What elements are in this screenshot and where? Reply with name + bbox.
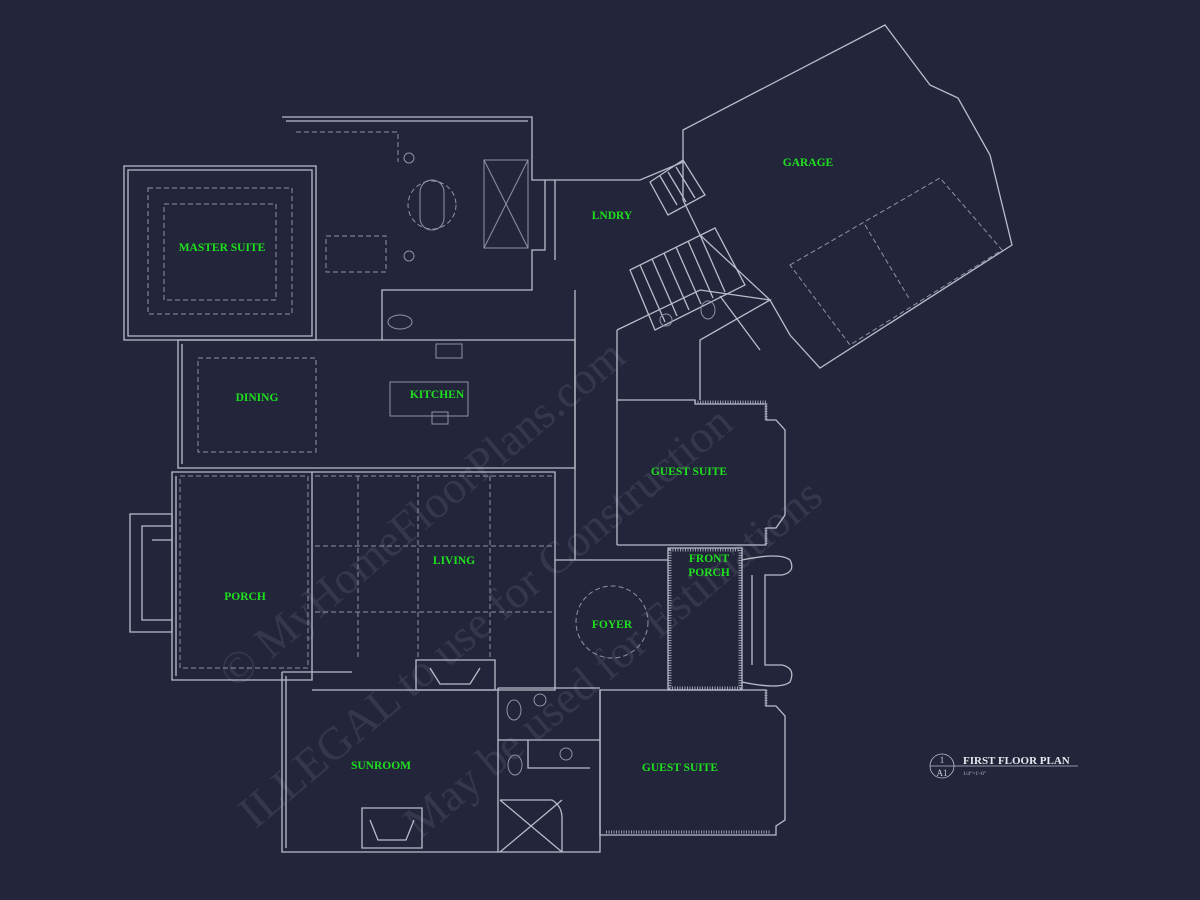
label-front-porch-1: FRONT — [689, 553, 730, 565]
label-master-suite: MASTER SUITE — [179, 242, 266, 254]
foyer-circle — [575, 585, 649, 659]
label-porch: PORCH — [224, 591, 266, 603]
porch-ceiling — [179, 475, 309, 669]
fixtures — [387, 152, 716, 776]
guest-suite-bottom-hatch — [606, 690, 770, 834]
label-foyer: FOYER — [592, 619, 633, 631]
watermark: © MyHomeFloorPlans.com ILLEGAL to use fo… — [209, 329, 832, 848]
toilet-mud — [700, 300, 716, 320]
sink-1 — [403, 152, 415, 164]
island-sink — [431, 411, 449, 425]
master-tray-outer — [147, 187, 293, 315]
label-kitchen: KITCHEN — [410, 389, 465, 401]
drawing-title: FIRST FLOOR PLAN — [963, 755, 1070, 767]
sheet-number: A1 — [937, 768, 948, 778]
toilet-guest — [507, 754, 523, 776]
main-stair — [629, 227, 746, 331]
master-tray-inner — [163, 203, 277, 301]
sunroom-fireplace — [361, 807, 423, 849]
shower-bottom — [499, 799, 563, 853]
fireplace-porch — [129, 513, 173, 633]
tub-clearance — [407, 180, 457, 230]
room-labels: MASTER SUITE LNDRY GARAGE DINING KITCHEN… — [179, 157, 834, 774]
living-grid — [315, 475, 555, 660]
ceiling-lines — [147, 131, 1003, 669]
closet-shelves — [296, 131, 399, 273]
hall-walls — [555, 290, 668, 561]
laundry-walls — [545, 161, 684, 260]
master-shower — [483, 159, 529, 249]
label-sunroom: SUNROOM — [351, 760, 411, 772]
drawing-scale: 1/4"=1'-0" — [963, 771, 986, 777]
front-porch-hatch — [668, 548, 742, 690]
exterior-walls — [123, 24, 1013, 853]
kitchen-island — [389, 381, 469, 417]
sink-guest — [559, 747, 573, 761]
kitchen-sink — [435, 343, 463, 359]
garage-stair — [649, 159, 706, 216]
master-bath-walls — [282, 116, 546, 340]
label-front-porch-2: PORCH — [688, 567, 730, 579]
sink-2 — [403, 250, 415, 262]
living-fireplace — [415, 659, 496, 691]
garage-walls — [682, 24, 1013, 369]
label-garage: GARAGE — [783, 157, 834, 169]
label-living: LIVING — [433, 555, 475, 567]
label-guest-suite-2: GUEST SUITE — [642, 762, 719, 774]
title-block: 1 A1 FIRST FLOOR PLAN 1/4"=1'-0" — [929, 753, 1078, 779]
bathtub — [419, 179, 445, 231]
sink-powder — [533, 693, 547, 707]
label-guest-suite-1: GUEST SUITE — [651, 466, 728, 478]
label-dining: DINING — [236, 392, 279, 404]
toilet-master — [387, 314, 413, 330]
sink-mud — [659, 313, 673, 327]
garage-bays — [789, 177, 1003, 346]
toilet-powder — [506, 699, 522, 721]
guest-suite-top-hatch — [695, 400, 768, 545]
label-laundry: LNDRY — [592, 210, 633, 222]
front-steps — [741, 555, 793, 687]
dining-tray — [197, 357, 317, 453]
mudroom-bath-walls — [616, 289, 772, 400]
bath-bottom-walls — [497, 687, 600, 852]
drawing-number: 1 — [940, 755, 945, 765]
